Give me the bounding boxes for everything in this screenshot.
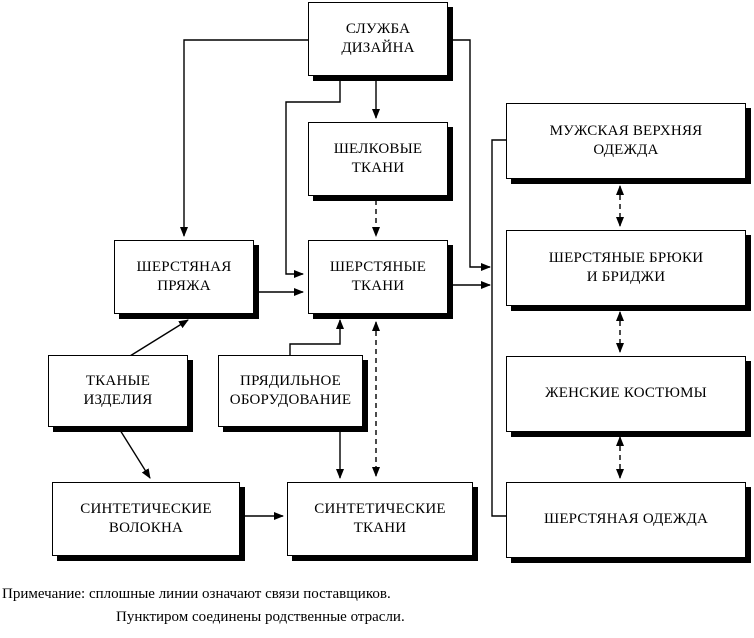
node-silk-fabrics: ШЕЛКОВЫЕ ТКАНИ [308, 122, 448, 196]
node-mens-outerwear: МУЖСКАЯ ВЕРХНЯЯ ОДЕЖДА [506, 103, 746, 179]
node-wool-yarn: ШЕРСТЯНАЯ ПРЯЖА [114, 240, 254, 314]
edge-design-to-yarn [180, 39, 308, 237]
edge-design-to-apparel [448, 39, 491, 271]
edge-equipment-to-wool-fabrics [289, 319, 344, 355]
node-synthetic-fabrics: СИНТЕТИЧЕСКИЕ ТКАНИ [287, 482, 473, 556]
node-spinning-equipment: ПРЯДИЛЬНОЕ ОБОРУДОВАНИЕ [218, 355, 363, 427]
edge-woven-to-synthetic-fibers [119, 429, 151, 479]
node-design-service: СЛУЖБА ДИЗАЙНА [308, 2, 448, 76]
node-wool-fabrics: ШЕРСТЯНЫЕ ТКАНИ [308, 240, 448, 314]
node-wool-trousers: ШЕРСТЯНЫЕ БРЮКИ И БРИДЖИ [506, 230, 746, 306]
connection-lines [119, 39, 624, 520]
note-line-1: Примечание: сплошные линии означают связ… [2, 586, 391, 602]
node-womens-suits: ЖЕНСКИЕ КОСТЮМЫ [506, 356, 746, 432]
node-wool-clothing: ШЕРСТЯНАЯ ОДЕЖДА [506, 482, 746, 558]
note-line-2: Пунктиром соединены родственные отрасли. [116, 609, 405, 625]
node-synthetic-fibers: СИНТЕТИЧЕСКИЕ ВОЛОКНА [52, 482, 240, 556]
node-woven-products: ТКАНЫЕ ИЗДЕЛИЯ [48, 355, 188, 427]
edge-woven-to-yarn [129, 319, 189, 357]
apparel-bracket [491, 139, 506, 517]
edge-design-to-wool-fabrics [285, 80, 341, 278]
